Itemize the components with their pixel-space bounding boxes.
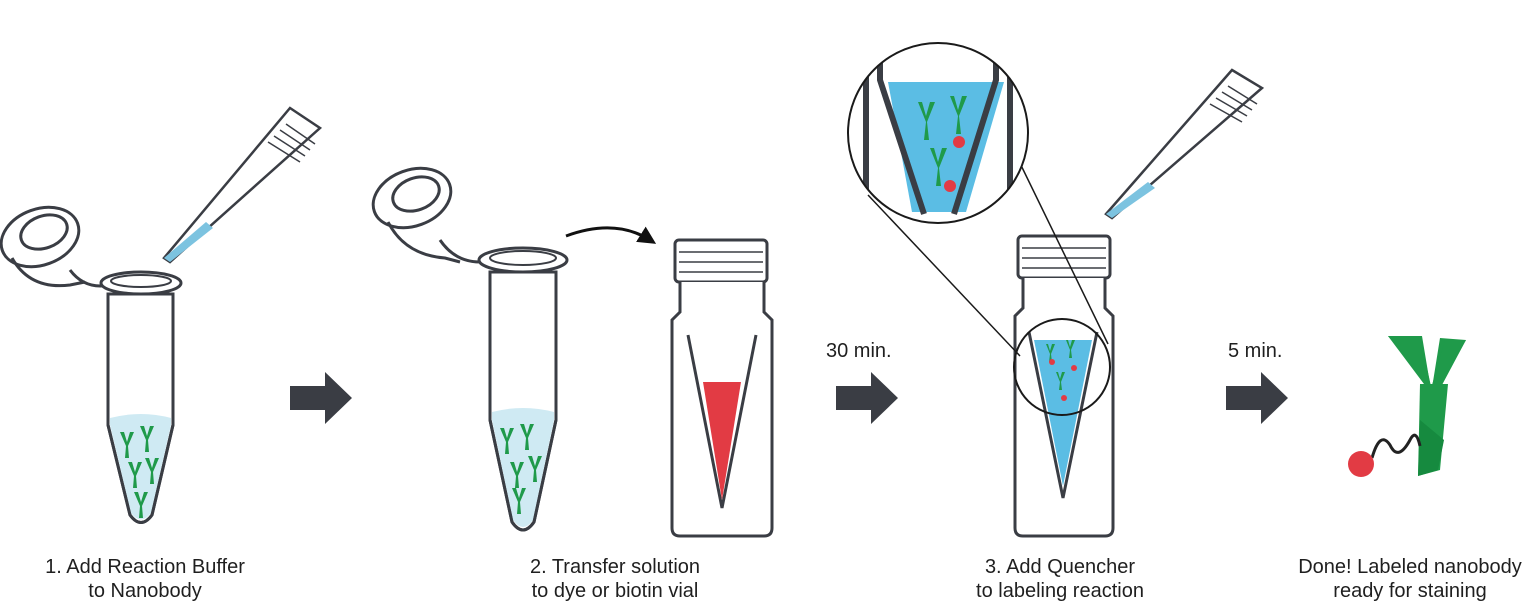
transfer-arrow bbox=[565, 226, 657, 244]
caption-step1: 1. Add Reaction Buffer to Nanobody bbox=[20, 555, 270, 603]
caption-done-line1: Done! Labeled nanobody bbox=[1298, 556, 1522, 578]
step3-vial bbox=[1013, 234, 1115, 538]
step1-tube bbox=[0, 205, 183, 524]
arrow-3 bbox=[1226, 372, 1288, 424]
magnify-spot bbox=[1013, 318, 1111, 416]
caption-step1-line1: 1. Add Reaction Buffer bbox=[45, 556, 245, 578]
caption-step2: 2. Transfer solution to dye or biotin vi… bbox=[490, 555, 740, 603]
pipette-tip-1 bbox=[162, 106, 323, 264]
step2-tube bbox=[371, 166, 569, 532]
time-label-30: 30 min. bbox=[826, 340, 892, 362]
time-label-5: 5 min. bbox=[1228, 340, 1283, 362]
caption-step1-line2: to Nanobody bbox=[88, 580, 202, 602]
caption-step3: 3. Add Quencher to labeling reaction bbox=[935, 555, 1185, 603]
arrow-1 bbox=[290, 372, 352, 424]
dye-vial bbox=[670, 238, 774, 538]
tube1-lid bbox=[0, 205, 111, 288]
dye-dot bbox=[1348, 451, 1374, 477]
caption-done-line2: ready for staining bbox=[1333, 580, 1487, 602]
tube1-nanobodies bbox=[120, 426, 159, 518]
caption-step2-line2: to dye or biotin vial bbox=[531, 580, 699, 602]
tube2-nanobodies bbox=[500, 424, 542, 514]
caption-step2-line1: 2. Transfer solution bbox=[529, 556, 701, 578]
arrow-2 bbox=[836, 372, 898, 424]
caption-done: Done! Labeled nanobody ready for stainin… bbox=[1286, 555, 1534, 603]
labeled-nanobody bbox=[1348, 336, 1466, 477]
magnified-view bbox=[847, 42, 1029, 224]
dye-liquid bbox=[703, 382, 741, 500]
caption-step3-line2: to labeling reaction bbox=[976, 580, 1144, 602]
pipette-tip-2 bbox=[1104, 68, 1265, 220]
zoom-line-right bbox=[1015, 154, 1109, 345]
caption-step3-line1: 3. Add Quencher bbox=[984, 556, 1136, 578]
zoom-line-left bbox=[867, 194, 1021, 357]
